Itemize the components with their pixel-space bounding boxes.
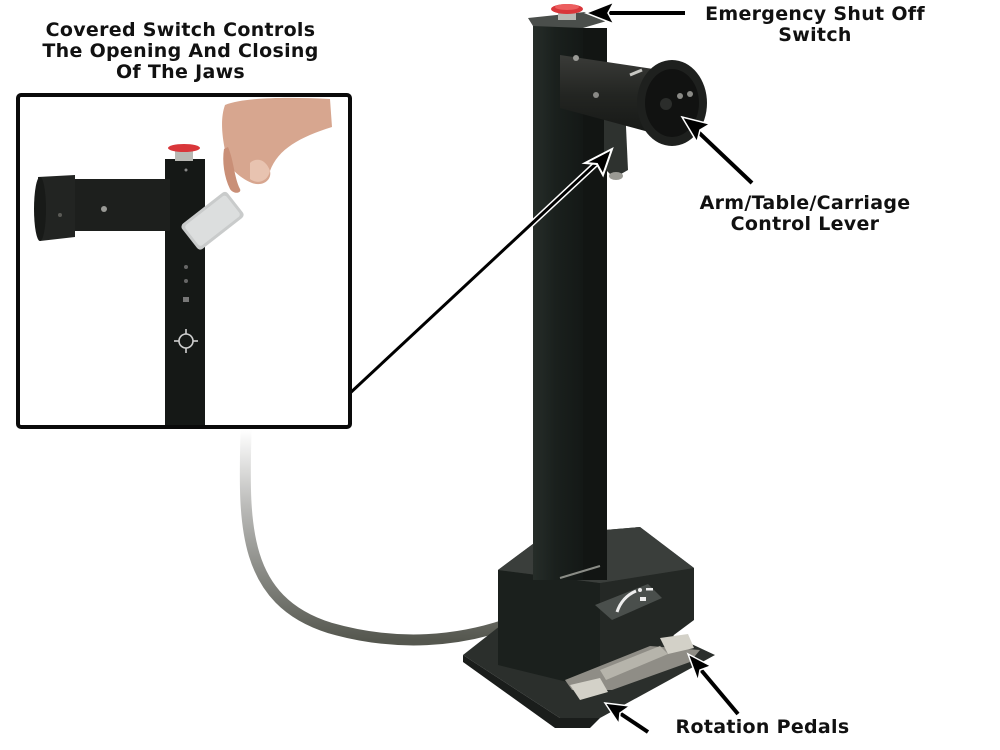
arrow-rotation-pedal-left (603, 702, 650, 734)
callout-line: Rotation Pedals (675, 716, 850, 738)
switch-cover (181, 191, 244, 250)
arrow-covered-switch (345, 146, 614, 398)
inset-control-lever (34, 175, 170, 241)
arrow-emergency-stop (583, 0, 685, 26)
hand (222, 97, 332, 193)
callout-line: The Opening And Closing (42, 40, 319, 62)
inset-column (165, 159, 205, 425)
arrow-control-lever (680, 115, 754, 185)
callout-line: Switch (778, 24, 852, 46)
callout-control-lever: Arm/Table/Carriage Control Lever (665, 193, 945, 235)
callout-line: Emergency Shut Off (705, 3, 925, 25)
inset-emergency-stop (168, 144, 200, 152)
power-cable (239, 424, 511, 646)
crosshair-decal-icon (174, 329, 198, 353)
callout-line: Control Lever (730, 213, 880, 235)
rotation-pedals (565, 634, 700, 700)
callout-line: Of The Jaws (115, 61, 246, 83)
callout-covered-switch: Covered Switch Controls The Opening And … (18, 20, 343, 83)
switch-closeup-inset (16, 93, 352, 429)
arrow-rotation-pedal-right (686, 652, 740, 716)
callout-rotation-pedals: Rotation Pedals (655, 717, 870, 738)
callout-emergency-shut-off: Emergency Shut Off Switch (680, 4, 950, 46)
callout-line: Covered Switch Controls (45, 19, 316, 41)
callout-line: Arm/Table/Carriage (699, 192, 911, 214)
emergency-stop-button (551, 4, 583, 20)
